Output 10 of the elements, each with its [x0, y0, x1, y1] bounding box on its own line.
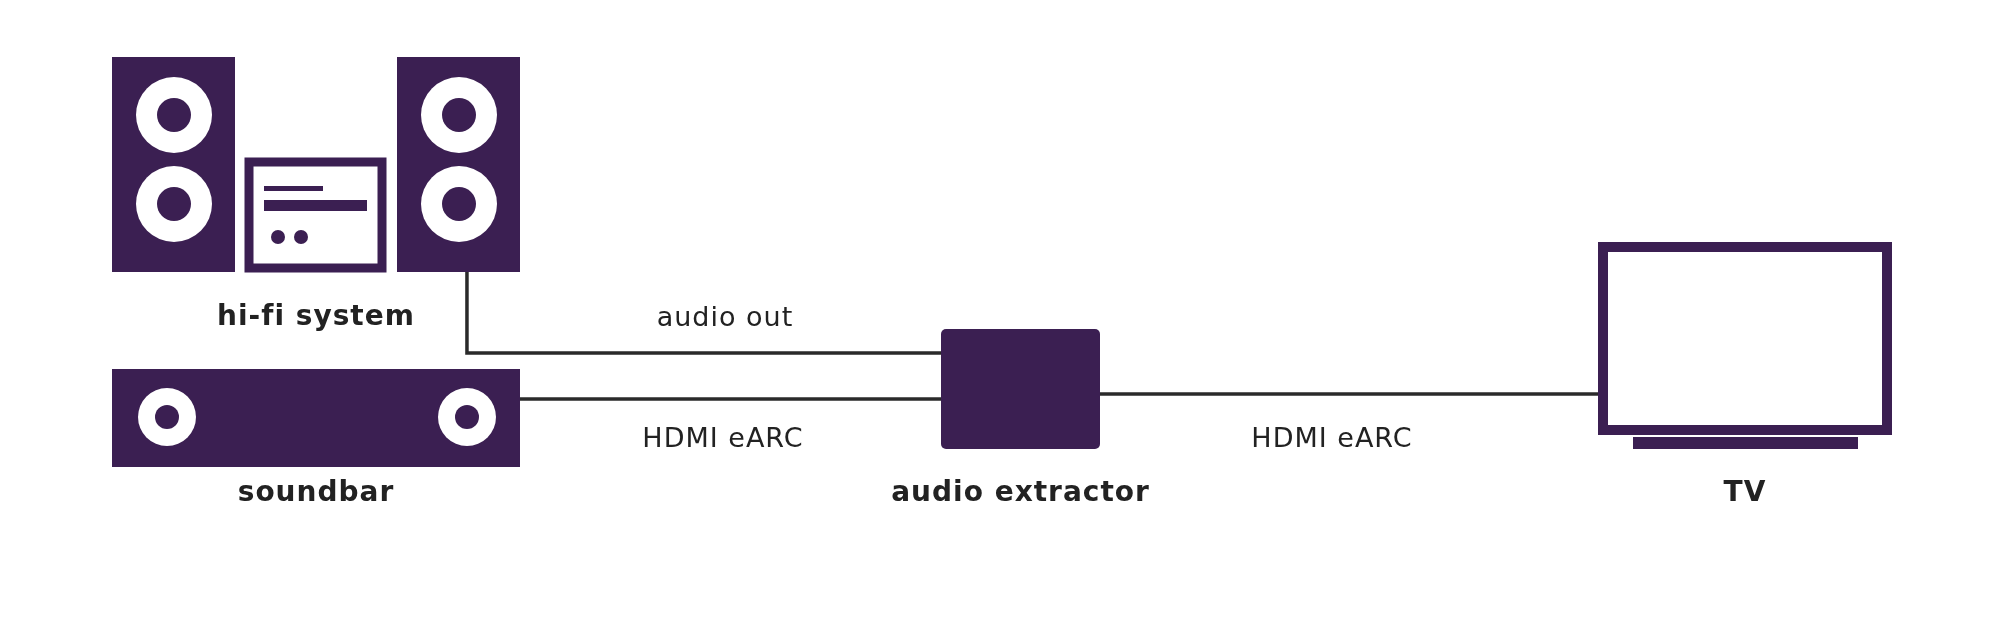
- device-label: soundbar: [236, 475, 396, 508]
- cable-line: [1100, 392, 1598, 396]
- device-label: audio extractor: [890, 475, 1151, 508]
- cable-line: [465, 272, 941, 355]
- device-label: hi-fi system: [216, 299, 416, 332]
- cable-line: [520, 397, 941, 401]
- edge-label: audio out: [656, 300, 794, 332]
- edge-label: HDMI eARC: [1251, 421, 1413, 453]
- device-label: TV: [1722, 475, 1768, 508]
- edge-label: HDMI eARC: [642, 421, 804, 453]
